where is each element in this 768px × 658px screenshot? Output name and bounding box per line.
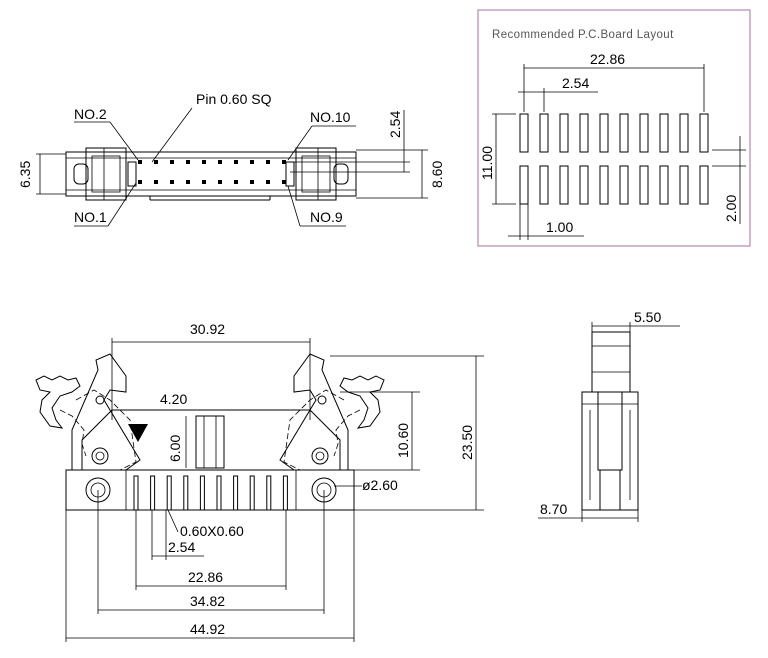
top-pin (170, 180, 174, 184)
left-ejector (71, 353, 141, 471)
front-pin-leg (133, 475, 139, 511)
pcb-pad (559, 113, 569, 153)
top-pin (202, 160, 206, 164)
dim-6-00: 6.00 (167, 435, 183, 462)
pcb-pad (699, 113, 709, 153)
top-pin (154, 160, 158, 164)
front-pin-leg (216, 475, 222, 511)
pcb-layout-frame (477, 9, 751, 247)
pcb-pad (599, 113, 609, 153)
top-pin (250, 180, 254, 184)
pcb-pad (639, 113, 649, 153)
pcb-dim-2-54: 2.54 (562, 75, 589, 91)
dim-2-54-top: 2.54 (387, 111, 403, 138)
pcb-pad (699, 165, 709, 205)
pcb-pad (639, 165, 649, 205)
top-pin (218, 160, 222, 164)
dim-44-92: 44.92 (190, 621, 225, 637)
dim-34-82: 34.82 (190, 593, 225, 609)
label-no10: NO.10 (310, 109, 351, 125)
dim-6-35: 6.35 (17, 161, 33, 188)
top-pin (154, 180, 158, 184)
pcb-pad (559, 165, 569, 205)
pcb-pad (619, 113, 629, 153)
top-pin (170, 160, 174, 164)
dim-hole-diameter: ø2.60 (362, 477, 398, 493)
top-pin (266, 160, 270, 164)
front-pin-leg (233, 475, 239, 511)
top-pin (138, 180, 142, 184)
front-pin-leg (150, 475, 156, 511)
pcb-layout-title: Recommended P.C.Board Layout (492, 29, 674, 41)
pcb-dim-2-00: 2.00 (723, 195, 739, 222)
pcb-pad (539, 165, 549, 205)
front-pin-leg (166, 475, 172, 511)
dim-23-50: 23.50 (459, 425, 475, 460)
front-view: 30.92 4.20 6.00 10.60 23.50 ø2.60 0.60X0… (35, 321, 484, 642)
pcb-pad (579, 165, 589, 205)
dim-5-50: 5.50 (634, 309, 661, 325)
side-view: 5.50 8.70 (538, 309, 680, 522)
top-pin (234, 180, 238, 184)
left-latch (73, 147, 137, 201)
pcb-pad (679, 113, 689, 153)
top-pin (202, 180, 206, 184)
label-no9: NO.9 (310, 209, 343, 225)
dim-2-54-front: 2.54 (168, 539, 195, 555)
front-pin-leg (282, 475, 288, 511)
label-pin-size: Pin 0.60 SQ (196, 91, 272, 107)
pcb-pads (519, 113, 709, 205)
top-pin (282, 180, 286, 184)
pcb-layout: Recommended P.C.Board Layout 22.86 2.54 … (477, 9, 751, 247)
pcb-dim-1-00: 1.00 (546, 219, 573, 235)
pin1-marker-icon (128, 424, 148, 442)
pin-grid (138, 160, 286, 184)
top-pin (250, 160, 254, 164)
dim-pin-size: 0.60X0.60 (180, 523, 244, 539)
front-pin-leg (183, 475, 189, 511)
pcb-pad (619, 165, 629, 205)
top-pin (234, 160, 238, 164)
pcb-pad (539, 113, 549, 153)
dim-8-60: 8.60 (429, 161, 445, 188)
front-pin-leg (199, 475, 205, 511)
top-pin (186, 160, 190, 164)
dim-8-70: 8.70 (540, 501, 567, 517)
pcb-pad (579, 113, 589, 153)
pcb-dim-11-00: 11.00 (479, 146, 495, 180)
dim-4-20: 4.20 (160, 391, 187, 407)
top-pin (218, 180, 222, 184)
right-ejector (279, 353, 349, 471)
top-view: NO.2 NO.1 Pin 0.60 SQ NO.10 NO.9 6.35 2.… (17, 91, 445, 227)
pcb-pad (659, 165, 669, 205)
label-no1: NO.1 (74, 209, 107, 225)
dim-30-92: 30.92 (190, 321, 225, 337)
front-pin-leg (249, 475, 255, 511)
label-no2: NO.2 (74, 106, 107, 122)
front-pin-leg (266, 475, 272, 511)
top-pin (186, 180, 190, 184)
top-pin (138, 160, 142, 164)
pcb-dim-22-86: 22.86 (590, 51, 625, 67)
pcb-pad (519, 113, 529, 153)
right-latch (285, 147, 349, 201)
pcb-pad (519, 165, 529, 205)
pcb-pad (599, 165, 609, 205)
top-pin (282, 160, 286, 164)
pcb-pad (679, 165, 689, 205)
front-pins (133, 475, 288, 511)
dim-22-86-front: 22.86 (188, 569, 223, 585)
dim-10-60: 10.60 (395, 423, 411, 458)
pcb-pad (659, 113, 669, 153)
top-pin (266, 180, 270, 184)
